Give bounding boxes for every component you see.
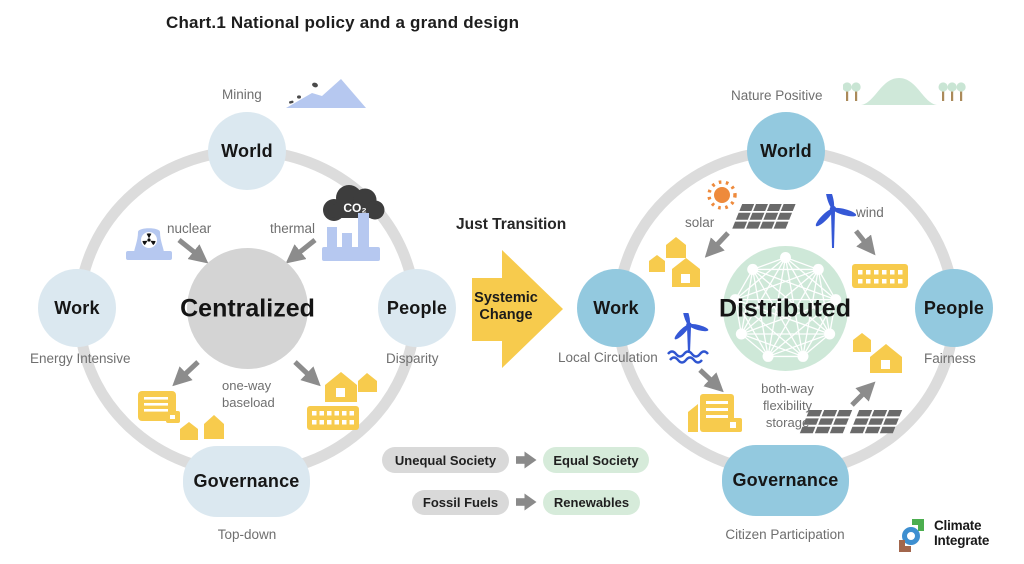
right-node-governance: Governance xyxy=(722,445,849,516)
sun-icon xyxy=(707,180,737,210)
nature-hill-trees-icon xyxy=(843,78,966,105)
centralized-out-right-arrow xyxy=(293,360,321,387)
right-node-work: Work xyxy=(577,269,655,347)
systemic-change-label: Systemic Change xyxy=(474,290,538,324)
offshore-arrow xyxy=(698,368,724,393)
local-circulation-label: Local Circulation xyxy=(558,350,658,365)
centralized-label: Centralized xyxy=(180,294,315,322)
systemic-change-arrow xyxy=(472,250,563,368)
disparity-label: Disparity xyxy=(386,351,439,366)
left-node-world: World xyxy=(208,112,286,190)
thermal-label: thermal xyxy=(270,221,316,236)
flow-arrows xyxy=(172,229,876,407)
co2-text: CO₂ xyxy=(343,201,366,215)
fair-houses-icon xyxy=(853,333,902,373)
transition-arrow-icon xyxy=(516,493,537,511)
just-transition-heading: Just Transition xyxy=(456,216,567,233)
solar-label: solar xyxy=(685,215,715,230)
wind-label: wind xyxy=(856,205,884,220)
solar-array-icon xyxy=(799,410,903,434)
one-way-baseload-note: one-way baseload xyxy=(222,378,275,410)
pill-renewables: Renewables xyxy=(543,490,640,515)
page-title: Chart.1 National policy and a grand desi… xyxy=(166,13,520,32)
offshore-wind-icon xyxy=(667,313,709,364)
pill-unequal-society: Unequal Society xyxy=(382,447,509,473)
solar-arrow xyxy=(704,231,730,258)
right-node-world: World xyxy=(747,112,825,190)
left-node-governance: Governance xyxy=(183,446,310,517)
mining-mountain-icon xyxy=(286,79,366,108)
distributed-circle xyxy=(723,246,848,371)
both-way-note: both-way flexibility storage xyxy=(761,381,814,430)
transition-arrow-icon xyxy=(516,451,537,469)
top-down-label: Top-down xyxy=(217,527,277,542)
nature-positive-label: Nature Positive xyxy=(731,88,823,103)
network-graph-icon xyxy=(729,252,842,362)
climate-integrate-logo-text: Climate Integrate xyxy=(934,518,990,548)
thermal-plant-co2-icon: CO₂ xyxy=(322,185,385,261)
town-cluster-icon xyxy=(307,372,377,430)
fairness-label: Fairness xyxy=(924,351,976,366)
climate-integrate-logo-icon xyxy=(899,519,924,552)
nuclear-arrow xyxy=(177,238,209,264)
yellow-factory-icon xyxy=(688,394,742,432)
mining-label: Mining xyxy=(222,87,262,102)
wind-arrow xyxy=(854,229,876,256)
solar-houses-icon xyxy=(649,237,700,287)
citizen-participation-label: Citizen Participation xyxy=(725,527,845,542)
solar-panel-icon xyxy=(732,204,796,229)
left-node-work: Work xyxy=(38,269,116,347)
office-building-icon xyxy=(138,391,180,423)
storage-arrow xyxy=(850,381,876,407)
pill-equal-society: Equal Society xyxy=(543,447,649,473)
right-node-people: People xyxy=(915,269,993,347)
energy-intensive-label: Energy Intensive xyxy=(30,351,131,366)
nuclear-plant-icon xyxy=(126,228,172,260)
pill-fossil-fuels: Fossil Fuels xyxy=(412,490,509,515)
distributed-label: Distributed xyxy=(719,294,851,323)
thermal-arrow xyxy=(285,238,317,264)
left-node-people: People xyxy=(378,269,456,347)
centralized-circle: Centralized xyxy=(180,248,315,369)
nuclear-label: nuclear xyxy=(167,221,212,236)
houses-icon xyxy=(180,415,224,440)
centralized-out-left-arrow xyxy=(172,360,200,387)
apartment-icon xyxy=(852,264,908,288)
wind-turbine-icon xyxy=(815,194,857,248)
